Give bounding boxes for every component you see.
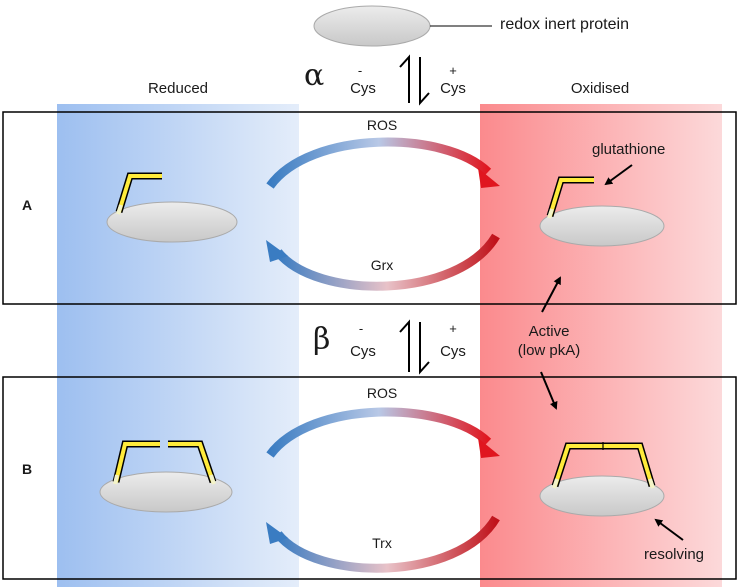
panel-a-cycle <box>266 137 500 291</box>
beta-left-sign: - <box>358 321 364 336</box>
panel-b-letter: B <box>22 461 33 477</box>
reduced-state-heading: Reduced <box>147 80 209 97</box>
active-pointer-up <box>541 276 561 313</box>
active-pointer-down <box>540 371 558 410</box>
panel-b-reduced-protein <box>99 471 233 513</box>
alpha-equilibrium-arrows <box>399 54 430 106</box>
glutathione-pointer <box>604 164 633 186</box>
reduced-zone <box>57 104 299 587</box>
beta-symbol: β <box>313 322 331 357</box>
panel-a-reverse-label: Grx <box>370 257 394 273</box>
panel-b-frame <box>2 376 737 580</box>
panel-a-letter: A <box>22 197 33 213</box>
alpha-right-label: Cys <box>440 80 466 97</box>
panel-b-forward-label: ROS <box>366 385 398 401</box>
panel-a-oxidised-protein <box>539 205 665 247</box>
panel-b-oxidised-protein <box>539 475 665 517</box>
resolving-pointer <box>654 518 684 541</box>
alpha-left-label: Cys <box>350 80 376 97</box>
beta-left-label: Cys <box>350 343 376 360</box>
panel-a-reduced-protein <box>106 201 238 243</box>
panel-b-reverse-label: Trx <box>372 535 392 551</box>
active-label-line1: Active <box>528 323 570 340</box>
alpha-right-sign: + <box>449 63 457 78</box>
glutathione-label: glutathione <box>592 141 666 158</box>
alpha-symbol: α <box>304 58 325 93</box>
oxidised-state-heading: Oxidised <box>570 80 630 97</box>
beta-equilibrium-arrows <box>399 319 430 375</box>
panel-a-forward-label: ROS <box>366 117 398 133</box>
alpha-left-sign: - <box>357 63 363 78</box>
panel-a-frame <box>2 111 737 305</box>
beta-right-label: Cys <box>440 343 466 360</box>
inert-protein-label: redox inert protein <box>500 16 629 33</box>
inert-protein-ellipse <box>313 5 431 47</box>
active-label-line2: (low pkA) <box>517 342 581 359</box>
resolving-label: resolving <box>644 546 705 563</box>
beta-right-sign: + <box>449 321 457 336</box>
panel-b-cycle <box>266 407 500 573</box>
